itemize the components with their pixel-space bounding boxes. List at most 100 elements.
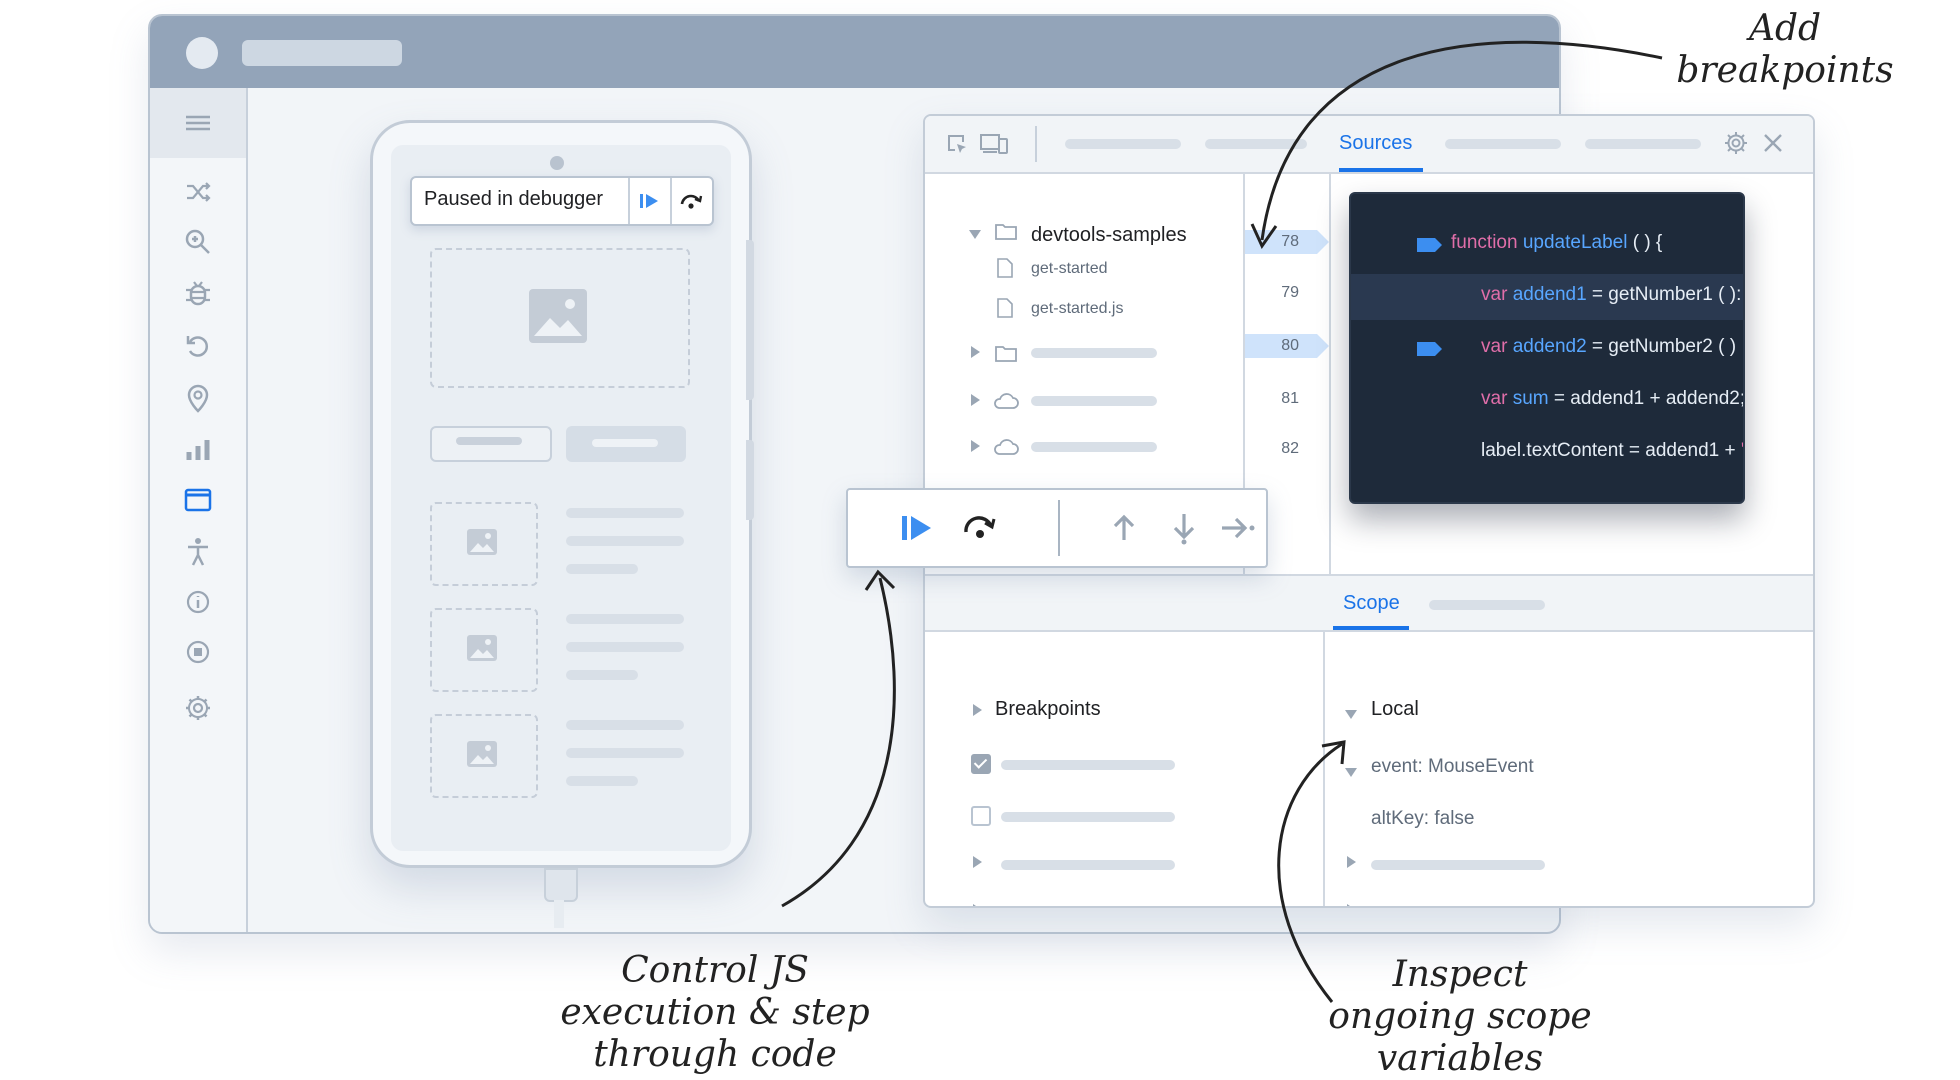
line-number[interactable]: 82 <box>1281 440 1299 457</box>
text-placeholder <box>566 508 684 518</box>
text-placeholder <box>566 614 684 624</box>
annotation-line: ongoing scope <box>1328 996 1592 1037</box>
step-into-icon[interactable] <box>1164 510 1204 546</box>
window-icon[interactable] <box>180 482 216 518</box>
annotation-add-breakpoints: Add breakpoints <box>1660 8 1910 92</box>
accessibility-icon[interactable] <box>180 534 216 570</box>
text-placeholder <box>566 536 684 546</box>
expand-arrow-icon[interactable] <box>969 230 981 239</box>
line-number[interactable]: 78 <box>1281 233 1299 250</box>
shuffle-icon[interactable] <box>180 174 216 210</box>
settings-gear-icon[interactable] <box>180 690 216 726</box>
code-text: = getNumber1 ( ): <box>1586 284 1742 305</box>
annotation-line: Inspect <box>1392 954 1528 995</box>
folder-icon <box>995 224 1017 240</box>
window-dot <box>186 37 218 69</box>
collapse-arrow-icon[interactable] <box>971 346 980 358</box>
step-over-icon[interactable] <box>960 510 1000 546</box>
text-placeholder <box>1001 760 1175 770</box>
code-identifier: addend1 <box>1512 284 1587 305</box>
tab-sources[interactable]: Sources <box>1339 132 1413 154</box>
bug-icon[interactable] <box>180 276 216 312</box>
file-icon <box>997 298 1013 318</box>
annotation-line: variables <box>1376 1038 1544 1079</box>
line-number[interactable]: 80 <box>1281 337 1299 354</box>
menu-icon[interactable] <box>180 105 216 141</box>
annotation-control-js: Control JS execution & step through code <box>550 950 880 1076</box>
collapse-arrow-icon[interactable] <box>1347 904 1356 906</box>
image-icon <box>467 635 497 661</box>
collapse-arrow-icon[interactable] <box>973 704 982 716</box>
code-identifier: sum <box>1512 388 1549 409</box>
phone-side-button <box>746 240 754 400</box>
settings-gear-icon[interactable] <box>1723 130 1749 156</box>
code-text: = getNumber2 ( ) ; <box>1586 336 1745 357</box>
zoom-icon[interactable] <box>180 224 216 260</box>
breakpoints-section[interactable]: Breakpoints <box>995 698 1101 720</box>
collapse-arrow-icon[interactable] <box>971 440 980 452</box>
location-pin-icon[interactable] <box>180 380 216 416</box>
code-keyword: var <box>1481 284 1508 305</box>
text-placeholder <box>1031 396 1157 406</box>
bar-chart-icon[interactable] <box>180 432 216 468</box>
step-out-icon[interactable] <box>1104 510 1144 546</box>
line-number[interactable]: 81 <box>1281 390 1299 407</box>
image-icon <box>529 289 587 343</box>
breakpoint-marker[interactable] <box>1245 334 1329 358</box>
file-name[interactable]: get-started <box>1031 260 1108 277</box>
collapse-arrow-icon[interactable] <box>1347 856 1356 868</box>
pane-divider <box>1323 630 1325 906</box>
breakpoint-checkbox[interactable] <box>971 806 991 826</box>
code-text: = addend1 + addend2; <box>1548 388 1745 409</box>
toolbar-divider <box>1035 126 1037 162</box>
controls-divider <box>1058 500 1060 556</box>
resume-icon[interactable] <box>896 510 936 546</box>
code-editor: function updateLabel ( ) { var addend1 =… <box>1349 192 1745 504</box>
expand-arrow-icon[interactable] <box>1345 768 1357 777</box>
code-breakpoint-icon[interactable] <box>1417 238 1442 252</box>
info-icon[interactable] <box>180 584 216 620</box>
tab-placeholder[interactable] <box>1205 139 1307 149</box>
scope-event[interactable]: event: MouseEvent <box>1371 756 1534 777</box>
file-name[interactable]: get-started.js <box>1031 300 1124 317</box>
tab-placeholder[interactable] <box>1429 600 1545 610</box>
collapse-arrow-icon[interactable] <box>973 856 982 868</box>
scope-altkey[interactable]: altKey: false <box>1371 808 1475 829</box>
tab-placeholder[interactable] <box>1065 139 1181 149</box>
tab-scope[interactable]: Scope <box>1343 592 1400 614</box>
code-breakpoint-icon[interactable] <box>1417 342 1442 356</box>
refresh-icon[interactable] <box>180 328 216 364</box>
resume-icon[interactable] <box>634 187 664 215</box>
text-placeholder <box>1031 442 1157 452</box>
step-icon[interactable] <box>1218 510 1258 546</box>
phone-mockup <box>370 120 752 868</box>
inspect-element-icon[interactable] <box>945 132 969 156</box>
paused-in-debugger-bar: Paused in debugger <box>410 176 714 226</box>
expand-arrow-icon[interactable] <box>1345 710 1357 719</box>
collapse-arrow-icon[interactable] <box>973 904 982 906</box>
annotation-line: Add <box>1748 8 1822 49</box>
scope-local[interactable]: Local <box>1371 698 1419 720</box>
collapse-arrow-icon[interactable] <box>971 394 980 406</box>
close-icon[interactable] <box>1761 131 1785 155</box>
tab-placeholder[interactable] <box>1585 139 1701 149</box>
line-number[interactable]: 79 <box>1281 284 1299 301</box>
breakpoint-checkbox[interactable] <box>971 754 991 774</box>
code-line: label.textContent = addend1 + '+' <box>1481 440 1743 462</box>
folder-name[interactable]: devtools-samples <box>1031 224 1187 246</box>
stop-icon[interactable] <box>180 634 216 670</box>
annotation-line: through code <box>593 1034 837 1075</box>
code-identifier: addend2 <box>1512 336 1587 357</box>
annotation-inspect-scope: Inspect ongoing scope variables <box>1310 954 1610 1080</box>
code-keyword: var <box>1481 388 1508 409</box>
title-placeholder <box>242 40 402 66</box>
text-placeholder <box>1031 348 1157 358</box>
text-placeholder <box>566 748 684 758</box>
cloud-icon <box>994 393 1019 409</box>
step-over-icon[interactable] <box>676 187 706 215</box>
device-toggle-icon[interactable] <box>979 132 1009 156</box>
tab-placeholder[interactable] <box>1445 139 1561 149</box>
code-keyword: function <box>1451 232 1518 253</box>
text-placeholder <box>566 642 684 652</box>
active-tab-underline <box>1333 626 1409 630</box>
